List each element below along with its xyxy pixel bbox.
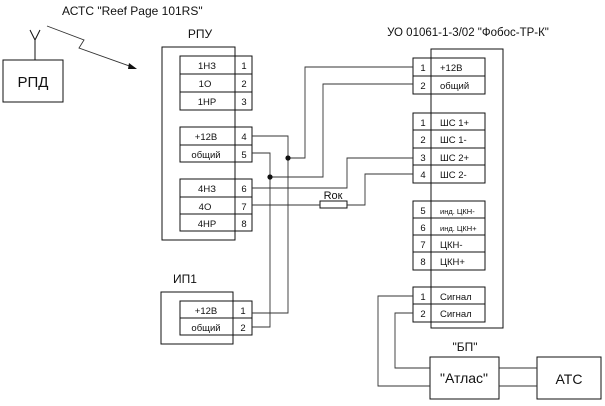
terminal-name: инд. ЦКН- <box>440 207 475 216</box>
rpu-label: РПУ <box>188 27 213 41</box>
terminal-name: 1О <box>199 79 212 90</box>
uo-loop-terminals: 1 ШС 1+ 2 ШС 1- 3 ШС 2+ 4 ШС 2- <box>412 112 486 184</box>
terminal-pin: 1 <box>420 63 425 74</box>
rpd-box <box>2 59 64 103</box>
wire-loop2-minus <box>347 173 413 206</box>
bp-label: "БП" <box>452 340 477 354</box>
terminal-name: ЦКН- <box>440 240 463 251</box>
rpd-block: РПД <box>2 29 64 103</box>
terminal-pin: 6 <box>241 184 246 195</box>
wire-uo-plus12v <box>288 66 413 159</box>
arrowhead-icon <box>128 63 137 69</box>
ats-label: АТС <box>556 371 583 387</box>
resistor-rok <box>319 200 348 209</box>
terminal-name: 4НЗ <box>198 184 216 195</box>
terminal-pin: 2 <box>420 81 425 92</box>
terminal-name: 1НР <box>198 97 216 108</box>
radio-link-arrow <box>46 25 137 69</box>
terminal-name: общий <box>191 323 220 334</box>
wire-uo-common <box>270 83 413 178</box>
terminal-pin: 2 <box>420 135 425 146</box>
terminal-pin: 6 <box>420 223 425 234</box>
resistor-label: Rок <box>324 190 343 202</box>
wire-common <box>252 152 271 328</box>
terminal-pin: 2 <box>240 323 245 334</box>
terminal-pin: 5 <box>420 206 425 217</box>
uo-signal-terminals: 1 Сигнал 2 Сигнал <box>412 286 486 323</box>
uo-label: УО 01061-1-3/02 "Фобос-ТР-К" <box>387 27 549 39</box>
terminal-name: инд. ЦКН+ <box>440 224 477 233</box>
terminal-pin: 1 <box>420 292 425 303</box>
terminal-name: 1НЗ <box>198 61 216 72</box>
terminal-pin: 3 <box>241 97 246 108</box>
atlas-box <box>429 356 500 400</box>
terminal-name: 4О <box>199 202 212 213</box>
terminal-pin: 3 <box>420 153 425 164</box>
uo-ckn-terminals: 5 инд. ЦКН- 6 инд. ЦКН+ 7 ЦКН- 8 ЦКН+ <box>412 200 486 271</box>
terminal-name: Сигнал <box>440 309 472 320</box>
terminal-pin: 8 <box>241 219 246 230</box>
terminal-pin: 7 <box>241 202 246 213</box>
ip1-terminals: +12В 1 общий 2 <box>179 300 253 336</box>
terminal-name: 4НР <box>198 219 216 230</box>
antenna-icon <box>29 29 41 42</box>
terminal-name: общий <box>191 150 220 161</box>
terminal-name: общий <box>440 81 469 92</box>
terminal-name: Сигнал <box>440 292 472 303</box>
ats-box <box>536 356 602 400</box>
terminal-pin: 8 <box>420 257 425 268</box>
terminal-name: ШС 2- <box>440 170 467 181</box>
wire-signal-1 <box>377 295 430 387</box>
terminal-name: +12В <box>195 132 217 143</box>
terminal-name: ШС 2+ <box>440 153 469 164</box>
uo-power-terminals: 1 +12В 2 общий <box>412 57 486 95</box>
terminal-pin: 2 <box>241 79 246 90</box>
ip1-label: ИП1 <box>173 272 197 286</box>
wires <box>252 66 537 387</box>
terminal-pin: 4 <box>241 132 246 143</box>
terminal-pin: 1 <box>241 61 246 72</box>
terminal-name: +12В <box>195 306 217 317</box>
terminal-pin: 4 <box>420 170 425 181</box>
terminal-pin: 1 <box>240 306 245 317</box>
terminal-pin: 5 <box>241 150 246 161</box>
atlas-label: "Атлас" <box>440 370 488 386</box>
rpu-terminal-group-2: +12В 4 общий 5 <box>179 126 253 163</box>
terminal-name: +12В <box>440 63 462 74</box>
rpu-terminal-group-3: 4НЗ 6 4О 7 4НР 8 <box>179 178 253 232</box>
terminal-pin: 7 <box>420 240 425 251</box>
terminal-name: ЦКН+ <box>440 257 465 268</box>
rpd-label: РПД <box>18 74 49 91</box>
terminal-name: ШС 1- <box>440 135 467 146</box>
rpu-terminal-group-1: 1НЗ 1 1О 2 1НР 3 <box>179 55 253 111</box>
junction-dot <box>267 174 273 180</box>
wire-signal-2 <box>394 312 430 369</box>
junction-dot <box>285 155 291 161</box>
wire-loop2-plus <box>252 157 413 189</box>
terminal-name: ШС 1+ <box>440 118 469 129</box>
terminal-pin: 1 <box>420 118 425 129</box>
terminal-pin: 2 <box>420 309 425 320</box>
system-title: АСТС "Reef Page 101RS" <box>62 4 203 18</box>
